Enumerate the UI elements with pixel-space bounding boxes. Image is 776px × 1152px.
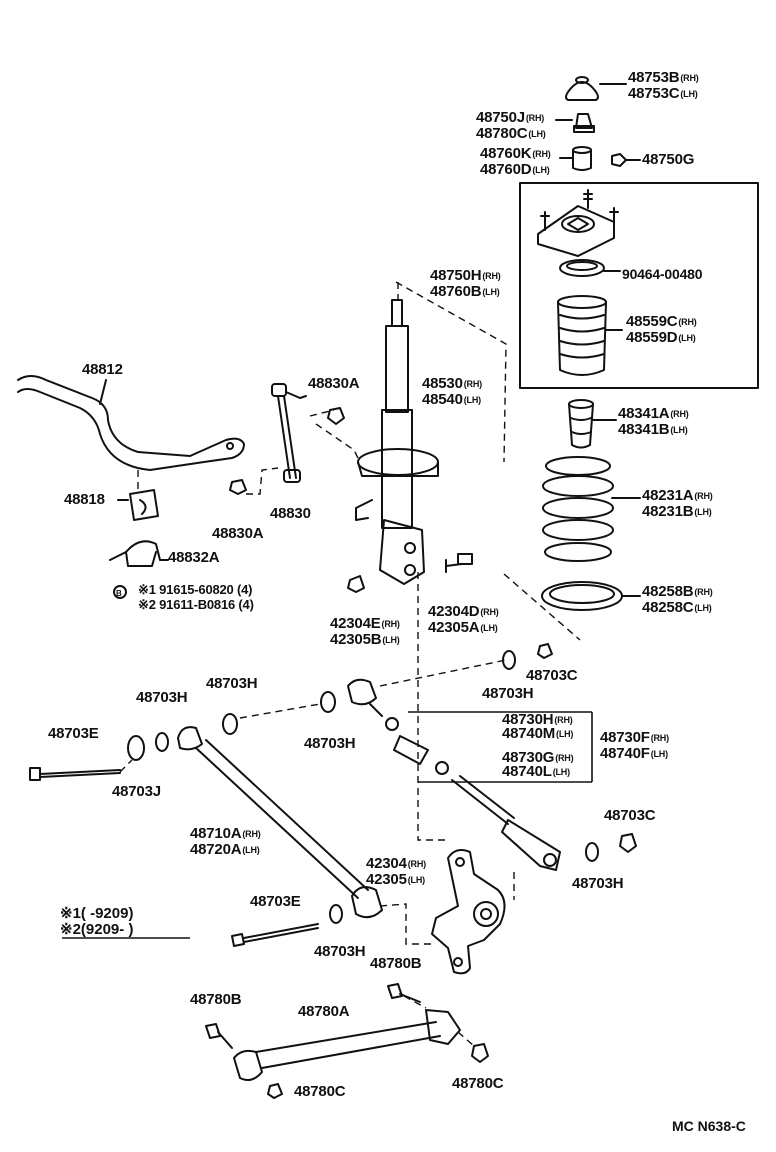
label-48830a-bottom: 48830A	[212, 525, 264, 542]
arm-nut-part	[267, 1083, 283, 1099]
label-48750h: 48750H(RH)48760B(LH)	[430, 267, 501, 300]
label-90464: 90464-00480	[622, 266, 703, 282]
label-48559: 48559C(RH)48559D(LH)	[626, 313, 697, 346]
label-48740m: 48740M(LH)	[502, 725, 574, 742]
label-48341: 48341A(RH)48341B(LH)	[618, 405, 689, 438]
label-48730h: 48730H(RH)	[502, 711, 573, 728]
label-48703h-b: 48703H	[206, 675, 258, 692]
washer-part	[329, 904, 343, 924]
label-48818: 48818	[64, 491, 105, 508]
label-48780c-right: 48780C	[452, 1075, 504, 1092]
label-48703e-bottom: 48703E	[250, 893, 301, 910]
label-48830a-top: 48830A	[308, 375, 360, 392]
label-42304: 42304(RH)42305(LH)	[366, 855, 426, 888]
arm-bolt-part	[205, 1023, 233, 1049]
rod-nut-part	[619, 833, 637, 853]
long-bolt-part	[29, 767, 121, 781]
dust-boot-part	[557, 295, 623, 376]
link-nut-top-part	[327, 407, 345, 425]
washer-part	[320, 691, 336, 713]
dust-cap-part	[565, 76, 627, 101]
stabilizer-link-part	[271, 383, 307, 483]
label-48703c-right: 48703C	[604, 807, 656, 824]
label-48703h-d: 48703H	[304, 735, 356, 752]
label-42304d: 42304D(RH)42305A(LH)	[428, 603, 499, 636]
label-48780b-top: 48780B	[370, 955, 422, 972]
figure-code: MC N638-C	[672, 1118, 746, 1134]
washer-part	[222, 713, 238, 735]
label-48703h-e: 48703H	[572, 875, 624, 892]
stabilizer-bracket-part	[109, 540, 169, 599]
label-42304e: 42304E(RH)42305B(LH)	[330, 615, 400, 648]
label-bolt-b: ※1 91615-60820 (4)※2 91611-B0816 (4)	[138, 582, 254, 612]
label-48753: 48753B(RH)48753C(LH)	[628, 69, 699, 102]
label-48703h-a: 48703H	[482, 685, 534, 702]
label-48703h-c: 48703H	[136, 689, 188, 706]
washer-part	[155, 732, 169, 752]
label-48812: 48812	[82, 361, 123, 378]
label-48750g: 48750G	[642, 151, 695, 168]
label-48258: 48258B(RH)48258C(LH)	[642, 583, 713, 616]
arm-nut-part	[471, 1043, 489, 1063]
stabilizer-bar-part	[17, 375, 245, 471]
bolt-b-mark: B	[116, 589, 122, 598]
label-48703e-top: 48703E	[48, 725, 99, 742]
label-48231: 48231A(RH)48231B(LH)	[642, 487, 713, 520]
bearing-ring-part	[559, 259, 621, 277]
stabilizer-bushing-part	[117, 489, 159, 521]
label-48740l: 48740L(LH)	[502, 763, 570, 780]
label-48780b-left: 48780B	[190, 991, 242, 1008]
label-48703j: 48703J	[112, 783, 161, 800]
washer-part	[127, 735, 145, 761]
rod-nut-part	[537, 643, 553, 659]
strut-mount-part	[537, 189, 619, 257]
link-nut-bottom-part	[229, 479, 247, 495]
lower-arm-part	[177, 726, 383, 919]
bushing-part	[559, 146, 592, 171]
arm-bolt-part	[387, 983, 421, 1003]
label-48832a: 48832A	[168, 549, 220, 566]
lower-nut-part	[347, 575, 365, 593]
coil-spring-part	[542, 456, 641, 562]
label-48730f: 48730F(RH)48740F(LH)	[600, 729, 669, 762]
label-48530: 48530(RH)48540(LH)	[422, 375, 482, 408]
washer-part	[585, 842, 599, 862]
label-48710a: 48710A(RH)48720A(LH)	[190, 825, 261, 858]
label-48780a: 48780A	[298, 1003, 350, 1020]
label-48703c-top: 48703C	[526, 667, 578, 684]
legend-row-2: ※2(9209- )	[60, 921, 134, 938]
strut-absorber-part	[355, 299, 439, 585]
upper-nut-part	[555, 113, 595, 133]
small-nut-part	[611, 153, 641, 167]
label-48830: 48830	[270, 505, 311, 522]
label-48760k: 48760K(RH)48760D(LH)	[480, 145, 551, 178]
label-48780c-left: 48780C	[294, 1083, 346, 1100]
washer-part	[502, 650, 516, 670]
trailing-arm-part	[233, 1009, 461, 1081]
upper-mount-box	[519, 182, 759, 389]
label-48730g: 48730G(RH)	[502, 749, 574, 766]
axle-carrier-part	[431, 849, 506, 975]
bump-stopper-part	[568, 399, 617, 449]
spring-insulator-part	[541, 581, 641, 611]
label-48750j: 48750J(RH)48780C(LH)	[476, 109, 546, 142]
strut-bolt-part	[445, 553, 473, 573]
legend-row-1: ※1( -9209)	[60, 905, 134, 922]
label-48703h-f: 48703H	[314, 943, 366, 960]
long-bolt-part	[231, 923, 319, 947]
